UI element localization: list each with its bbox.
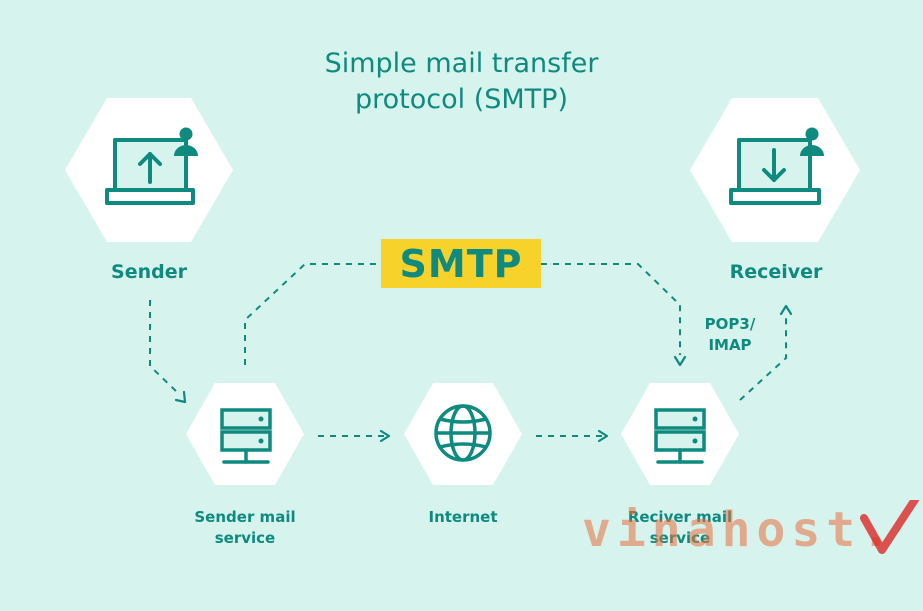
- receiver-mail-service-label: Reciver mail service: [620, 507, 740, 549]
- sender-label: Sender: [111, 261, 187, 283]
- receiver-person-icon: [800, 127, 824, 156]
- arrowhead-icon: [379, 429, 391, 443]
- title-line-2: protocol (SMTP): [355, 84, 568, 115]
- internet-label: Internet: [428, 508, 498, 526]
- watermark: vinahost.: [582, 500, 922, 560]
- smtp-right-connector: [541, 263, 681, 355]
- arrowhead-icon: [779, 304, 793, 316]
- sender-mail-service-line-1: Sender mail: [194, 508, 296, 526]
- laptop-download-icon: [729, 138, 821, 205]
- receiver-server-icon: [654, 408, 706, 464]
- checkmark-logo-icon: [860, 500, 920, 554]
- smtp-left-connector: [244, 263, 381, 365]
- sender-to-mail-service-connector: [149, 300, 179, 394]
- sender-person-icon: [174, 127, 198, 156]
- arrowhead-icon: [174, 390, 187, 404]
- pop3-imap-label: POP3/ IMAP: [690, 314, 770, 356]
- sender-mail-service-line-2: service: [214, 529, 276, 547]
- sender-mail-service-label: Sender mail service: [185, 507, 305, 549]
- globe-icon: [434, 404, 492, 462]
- laptop-upload-icon: [105, 138, 195, 205]
- receiver-mail-service-line-1: Reciver mail: [627, 508, 733, 526]
- pop3-label-line-1: POP3/: [704, 315, 756, 333]
- arrowhead-icon: [597, 429, 609, 443]
- receiver-mail-service-line-2: service: [649, 529, 711, 547]
- sender-server-icon: [220, 408, 272, 464]
- arrowhead-icon: [673, 355, 687, 367]
- receiver-label: Receiver: [729, 261, 823, 283]
- title-line-1: Simple mail transfer: [324, 48, 599, 79]
- smtp-protocol-badge: SMTP: [381, 239, 541, 288]
- receiver-service-to-receiver-connector: [739, 314, 787, 401]
- pop3-label-line-2: IMAP: [708, 336, 752, 354]
- diagram-title: Simple mail transfer protocol (SMTP): [0, 46, 923, 118]
- watermark-text: vinahost.: [582, 502, 897, 558]
